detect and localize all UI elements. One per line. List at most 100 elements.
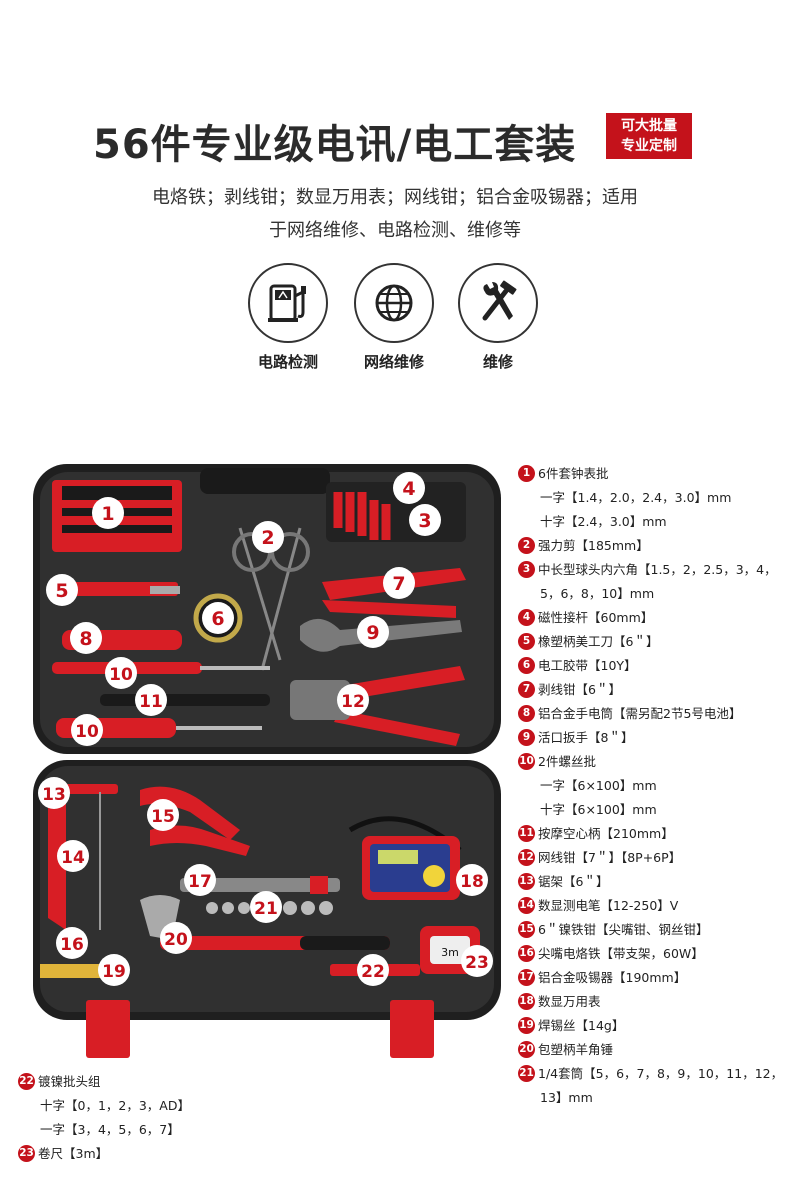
- item-number-badge: 21: [518, 1065, 535, 1082]
- badge-line-2: 专业定制: [621, 138, 677, 154]
- svg-text:1: 1: [101, 503, 114, 525]
- circuit-test-icon: [248, 263, 328, 343]
- item-text: 一字【1.4，2.0，2.4，3.0】mm: [540, 490, 732, 505]
- callout-9: 9: [357, 616, 389, 648]
- item-number-badge: 16: [518, 945, 535, 962]
- list-item: 一字【6×100】mm: [518, 774, 790, 798]
- item-number-badge: 3: [518, 561, 535, 578]
- item-number-badge: 17: [518, 969, 535, 986]
- feature-repair: 维修: [456, 263, 540, 372]
- item-number-badge: 8: [518, 705, 535, 722]
- item-number-badge: 6: [518, 657, 535, 674]
- item-text: 十字【0，1，2，3，AD】: [40, 1098, 190, 1113]
- item-text: 镀镍批头组: [38, 1074, 101, 1089]
- callout-3: 3: [409, 504, 441, 536]
- item-number-badge: 19: [518, 1017, 535, 1034]
- svg-text:14: 14: [61, 848, 85, 868]
- svg-text:21: 21: [254, 899, 278, 919]
- item-text: 2件螺丝批: [538, 754, 596, 769]
- item-text: 十字【2.4，3.0】mm: [540, 514, 667, 529]
- custom-badge: 可大批量 专业定制: [606, 113, 692, 159]
- svg-text:9: 9: [366, 622, 379, 644]
- item-number-badge: 7: [518, 681, 535, 698]
- svg-text:4: 4: [402, 478, 415, 500]
- svg-text:11: 11: [139, 692, 163, 712]
- svg-text:16: 16: [60, 935, 84, 955]
- item-text: 6件套钟表批: [538, 466, 609, 481]
- item-text: 铝合金吸锡器【190mm】: [538, 970, 687, 985]
- callout-10b: 10: [71, 714, 103, 746]
- list-item: 一字【3，4，5，6，7】: [18, 1118, 318, 1142]
- item-text: 13】mm: [540, 1090, 593, 1105]
- svg-text:10: 10: [75, 722, 99, 742]
- callout-8: 8: [70, 622, 102, 654]
- feature-network-repair: 网络维修: [352, 263, 436, 372]
- callout-19: 19: [98, 954, 130, 986]
- item-number-badge: 22: [18, 1073, 35, 1090]
- callout-18: 18: [456, 864, 488, 896]
- svg-text:7: 7: [392, 573, 405, 595]
- item-text: 数显万用表: [538, 994, 601, 1009]
- item-text: 一字【3，4，5，6，7】: [40, 1122, 180, 1137]
- svg-text:17: 17: [188, 872, 212, 892]
- feature-label: 维修: [482, 353, 513, 371]
- badge-line-1: 可大批量: [621, 118, 677, 134]
- item-text: 网线钳【7＂】【8P+6P】: [538, 850, 682, 865]
- callout-2: 2: [252, 521, 284, 553]
- item-number-badge: 9: [518, 729, 535, 746]
- callout-11: 11: [135, 684, 167, 716]
- callout-16: 16: [56, 927, 88, 959]
- svg-text:15: 15: [151, 807, 175, 827]
- list-item: 十字【2.4，3.0】mm: [518, 510, 790, 534]
- item-text: 按摩空心柄【210mm】: [538, 826, 674, 841]
- callout-23: 23: [461, 945, 493, 977]
- callout-21: 21: [250, 891, 282, 923]
- description-line-2: 于网络维修、电路检测、维修等: [269, 220, 521, 241]
- page-title: 56件专业级电讯/电工套装: [93, 122, 577, 168]
- item-text: 包塑柄羊角锤: [538, 1042, 614, 1057]
- svg-text:23: 23: [465, 953, 489, 973]
- item-number-badge: 5: [518, 633, 535, 650]
- svg-text:8: 8: [79, 628, 92, 650]
- tape-label: 3m: [441, 946, 459, 959]
- svg-text:5: 5: [55, 580, 68, 602]
- item-text: 6＂镍铁钳【尖嘴钳、钢丝钳】: [538, 922, 709, 937]
- callout-1: 1: [92, 497, 124, 529]
- item-number-badge: 18: [518, 993, 535, 1010]
- item-number-badge: 10: [518, 753, 535, 770]
- feature-circuit-test: 电路检测: [246, 263, 330, 372]
- callout-markers: 1 2 3 4 5 6 7 8 9 10 11 10 12 13 14 15 1…: [38, 472, 493, 986]
- callout-14: 14: [57, 840, 89, 872]
- callout-17: 17: [184, 864, 216, 896]
- item-number-badge: 23: [18, 1145, 35, 1162]
- svg-text:12: 12: [341, 692, 365, 712]
- callout-22: 22: [357, 954, 389, 986]
- item-number-badge: 14: [518, 897, 535, 914]
- item-number-badge: 11: [518, 825, 535, 842]
- list-item: 十字【6×100】mm: [518, 798, 790, 822]
- wrench-hammer-icon: [458, 263, 538, 343]
- svg-text:6: 6: [211, 608, 224, 630]
- item-text: 电工胶带【10Y】: [538, 658, 637, 673]
- item-text: 中长型球头内六角【1.5，2，2.5，3，4，: [538, 562, 777, 577]
- item-text: 卷尺【3m】: [38, 1146, 109, 1161]
- item-text: 数显测电笔【12-250】V: [538, 898, 679, 913]
- callout-4: 4: [393, 472, 425, 504]
